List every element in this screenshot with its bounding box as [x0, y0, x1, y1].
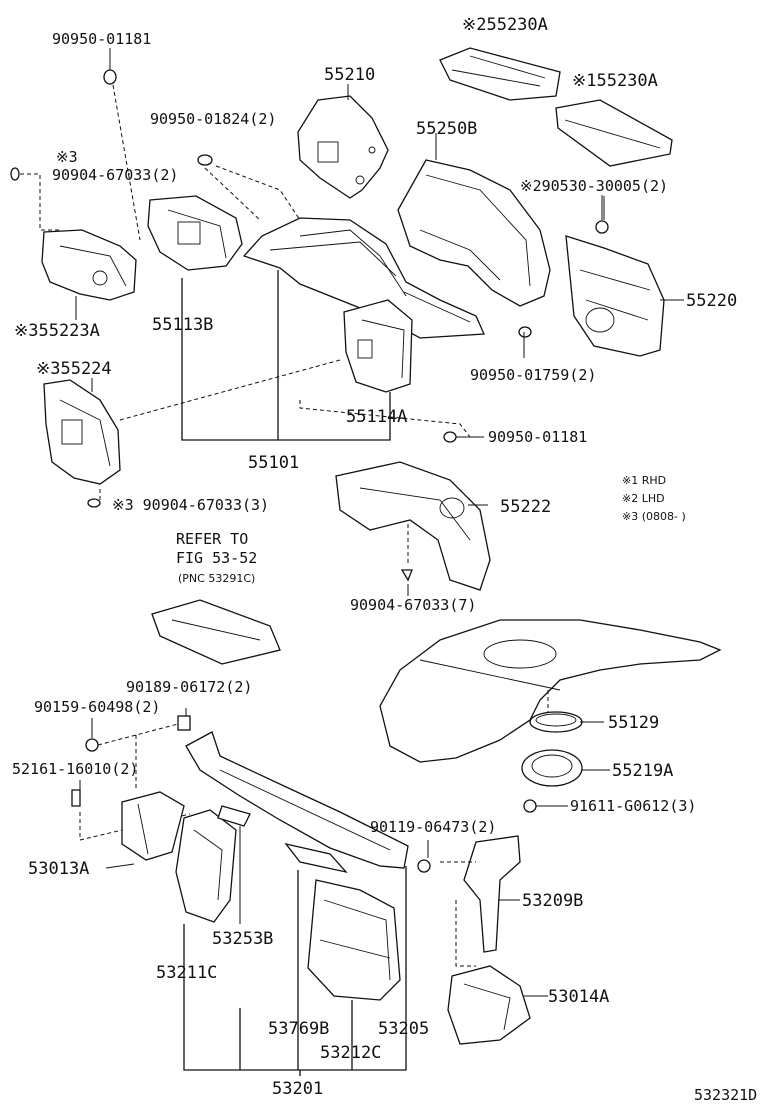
ring-55129 [529, 711, 583, 733]
insulator-55230a-lhd [439, 47, 561, 101]
plug-90950-01181-top [103, 69, 141, 241]
clip-90530-30005 [595, 195, 609, 234]
floor-panel-outline [379, 619, 722, 763]
label-90189-06172: 90189-06172(2) [126, 678, 252, 696]
label-55129: 55129 [608, 713, 659, 733]
bolt-90119-06473 [417, 859, 431, 873]
cowl-53205 [185, 731, 409, 869]
bolts-upper-left [71, 715, 191, 841]
plug-90950-01824 [197, 154, 261, 221]
label-55219a: 55219A [612, 761, 673, 781]
panel-55114a [343, 299, 413, 393]
bracket-53253b [217, 805, 251, 827]
insulator-55224 [43, 379, 121, 485]
insulator-55222 [335, 461, 491, 591]
label-53013a: 53013A [28, 859, 89, 879]
label-91611-g0612: 91611-G0612(3) [570, 797, 696, 815]
label-diagram-id: 532321D [694, 1086, 757, 1104]
label-53014a: 53014A [548, 987, 609, 1007]
referenced-part-53291c [151, 599, 281, 665]
bracket-55210 [297, 95, 389, 199]
assembly-bracket-53201 [183, 866, 407, 1076]
label-90904-67033-2: 90904-67033(2) [52, 166, 178, 184]
label-90530-30005: ※290530-30005(2) [520, 177, 668, 195]
insulator-55250b [397, 159, 551, 307]
label-55223a: ※355223A [14, 321, 100, 341]
label-53201: 53201 [272, 1079, 323, 1099]
label-55230a-lhd: ※255230A [462, 15, 548, 35]
legend-date-range: ※3 (0808- ) [622, 510, 686, 523]
label-90119-06473: 90119-06473(2) [370, 818, 496, 836]
bracket-53013a [121, 791, 185, 861]
label-90904-67033-3: ※3 90904-67033(3) [112, 496, 269, 514]
label-52161-16010: 52161-16010(2) [12, 760, 138, 778]
label-55224: ※355224 [36, 359, 112, 379]
insulator-55230a-rhd [555, 99, 673, 167]
label-55230a-rhd: ※155230A [572, 71, 658, 91]
label-55114a: 55114A [346, 407, 407, 427]
panel-55113b [147, 195, 243, 271]
label-55250b: 55250B [416, 119, 477, 139]
label-fig-53-52: FIG 53-52 [176, 549, 257, 567]
label-55113b: 55113B [152, 315, 213, 335]
bracket-53209b [440, 835, 521, 967]
label-55222: 55222 [500, 497, 551, 517]
label-53205: 53205 [378, 1019, 429, 1039]
label-90950-01824: 90950-01824(2) [150, 110, 276, 128]
label-90904-67033-7: 90904-67033(7) [350, 596, 476, 614]
label-53253b: 53253B [212, 929, 273, 949]
clip-90904-67033-left [10, 167, 60, 231]
label-pnc-53291c: (PNC 53291C) [178, 572, 255, 585]
bracket-53014a [447, 965, 531, 1045]
label-note3-a: ※3 [56, 148, 78, 166]
panel-53211c [175, 809, 237, 923]
label-90159-60498: 90159-60498(2) [34, 698, 160, 716]
label-55101: 55101 [248, 453, 299, 473]
plug-90950-01759 [518, 326, 532, 338]
assembly-bracket-55101 [181, 270, 391, 441]
panel-55220 [565, 235, 665, 357]
label-90950-01759: 90950-01759(2) [470, 366, 596, 384]
insulator-55223a [41, 229, 137, 301]
label-refer-to: REFER TO [176, 530, 248, 548]
dash-panel-55101 [242, 217, 485, 339]
legend-lhd: ※2 LHD [622, 492, 665, 505]
label-90950-01181-top: 90950-01181 [52, 30, 151, 48]
label-53209b: 53209B [522, 891, 583, 911]
label-55220: 55220 [686, 291, 737, 311]
panel-53212c [284, 842, 401, 1001]
label-53211c: 53211C [156, 963, 217, 983]
clip-90904-67033-bottom [400, 524, 413, 582]
clip-90904-67033-lower [87, 498, 101, 508]
legend-rhd: ※1 RHD [622, 474, 666, 487]
label-53212c: 53212C [320, 1043, 381, 1063]
cover-55219a [521, 749, 583, 787]
label-90950-01181-right: 90950-01181 [488, 428, 587, 446]
label-53769b: 53769B [268, 1019, 329, 1039]
label-55210: 55210 [324, 65, 375, 85]
bolt-91611-g0612 [523, 799, 537, 813]
